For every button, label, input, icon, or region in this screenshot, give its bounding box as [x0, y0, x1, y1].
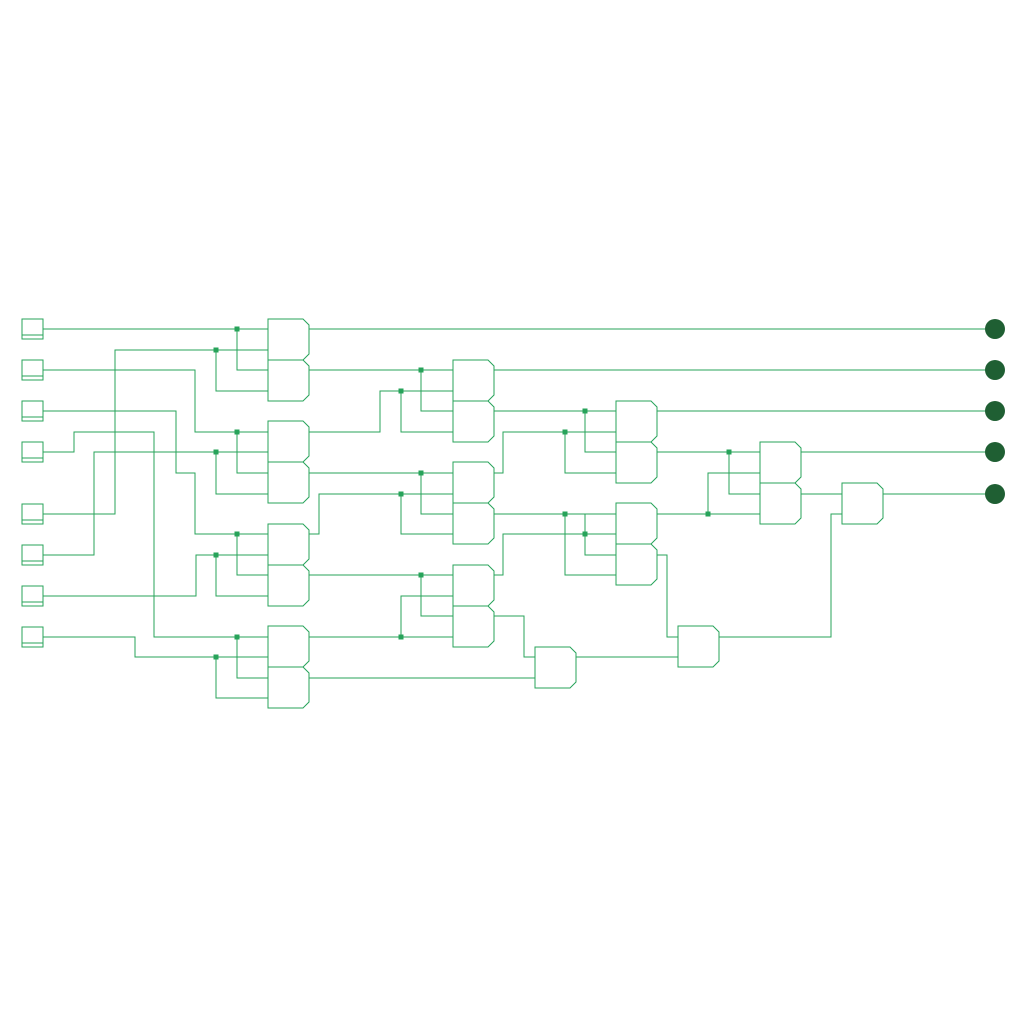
wire [215, 657, 268, 699]
wire [728, 452, 760, 495]
wire [215, 452, 268, 495]
wire [494, 615, 535, 658]
logic-gate[interactable] [452, 359, 495, 402]
wire-junction [582, 408, 588, 414]
logic-gate[interactable] [452, 502, 495, 545]
logic-gate[interactable] [267, 420, 310, 463]
logic-gate[interactable] [677, 625, 720, 668]
logic-gate[interactable] [615, 400, 658, 443]
logic-gate[interactable] [452, 461, 495, 504]
wire [657, 554, 678, 638]
wire-junction [418, 572, 424, 578]
logic-gate[interactable] [452, 605, 495, 648]
wire-junction [418, 470, 424, 476]
input-port-5[interactable] [21, 503, 44, 525]
wire-junction [418, 367, 424, 373]
wire [719, 513, 842, 638]
wire [43, 369, 268, 433]
logic-gate[interactable] [267, 359, 310, 402]
wire [420, 370, 453, 412]
logic-gate[interactable] [267, 523, 310, 566]
input-port-7[interactable] [21, 585, 44, 607]
logic-gate[interactable] [615, 502, 658, 545]
wire-junction [726, 449, 732, 455]
wire-junction [562, 429, 568, 435]
wire [215, 350, 268, 392]
wire [564, 432, 616, 474]
output-pin-5[interactable] [985, 484, 1005, 504]
wire [43, 431, 268, 638]
wire-junction [562, 511, 568, 517]
wire [420, 473, 453, 515]
input-port-2[interactable] [21, 359, 44, 381]
output-pin-4[interactable] [985, 442, 1005, 462]
wire-junction [213, 449, 219, 455]
wire-junction [213, 347, 219, 353]
wire-junction [398, 388, 404, 394]
wire [494, 533, 616, 576]
wire [43, 410, 268, 535]
wire-junction [213, 654, 219, 660]
wire-junction [705, 511, 711, 517]
wire [215, 555, 268, 597]
wire [43, 554, 268, 597]
wire [236, 329, 268, 371]
input-port-1[interactable] [21, 318, 44, 340]
wire [584, 411, 616, 453]
wire [420, 575, 453, 617]
wire [236, 534, 268, 576]
wire [236, 637, 268, 679]
wire [309, 493, 453, 535]
gates [267, 318, 884, 709]
wire-junction [398, 491, 404, 497]
wire-junction [398, 634, 404, 640]
input-port-4[interactable] [21, 441, 44, 463]
input-port-6[interactable] [21, 544, 44, 566]
wire [400, 391, 453, 433]
wire [564, 514, 616, 576]
output-pin-2[interactable] [985, 360, 1005, 380]
output-pin-3[interactable] [985, 401, 1005, 421]
logic-gate[interactable] [267, 625, 310, 668]
logic-gate[interactable] [267, 461, 310, 504]
logic-gate[interactable] [841, 482, 884, 525]
logic-gate[interactable] [267, 318, 310, 361]
wire [236, 432, 268, 474]
wire-junction [234, 531, 240, 537]
wire [494, 431, 616, 474]
logic-gate[interactable] [452, 400, 495, 443]
input-port-8[interactable] [21, 626, 44, 648]
wire-junction [582, 531, 588, 537]
logic-gate[interactable] [267, 666, 310, 709]
wire-junction [234, 429, 240, 435]
wire [309, 595, 453, 638]
input-port-3[interactable] [21, 400, 44, 422]
wire [309, 390, 453, 433]
output-pin-1[interactable] [985, 319, 1005, 339]
junctions [213, 326, 732, 660]
wire-junction [213, 552, 219, 558]
logic-gate[interactable] [534, 646, 577, 689]
wire-junction [234, 326, 240, 332]
output-pins [985, 319, 1005, 504]
logic-gate[interactable] [615, 441, 658, 484]
logic-gate[interactable] [759, 482, 802, 525]
wire [584, 514, 616, 556]
input-ports [21, 318, 44, 648]
wires [43, 328, 994, 699]
logic-gate[interactable] [452, 564, 495, 607]
wire [400, 494, 453, 535]
logic-gate[interactable] [615, 543, 658, 586]
wire [43, 636, 268, 658]
logic-gate[interactable] [759, 441, 802, 484]
wire-junction [234, 634, 240, 640]
wire [43, 451, 268, 556]
wire [707, 472, 760, 514]
logic-gate[interactable] [267, 564, 310, 607]
